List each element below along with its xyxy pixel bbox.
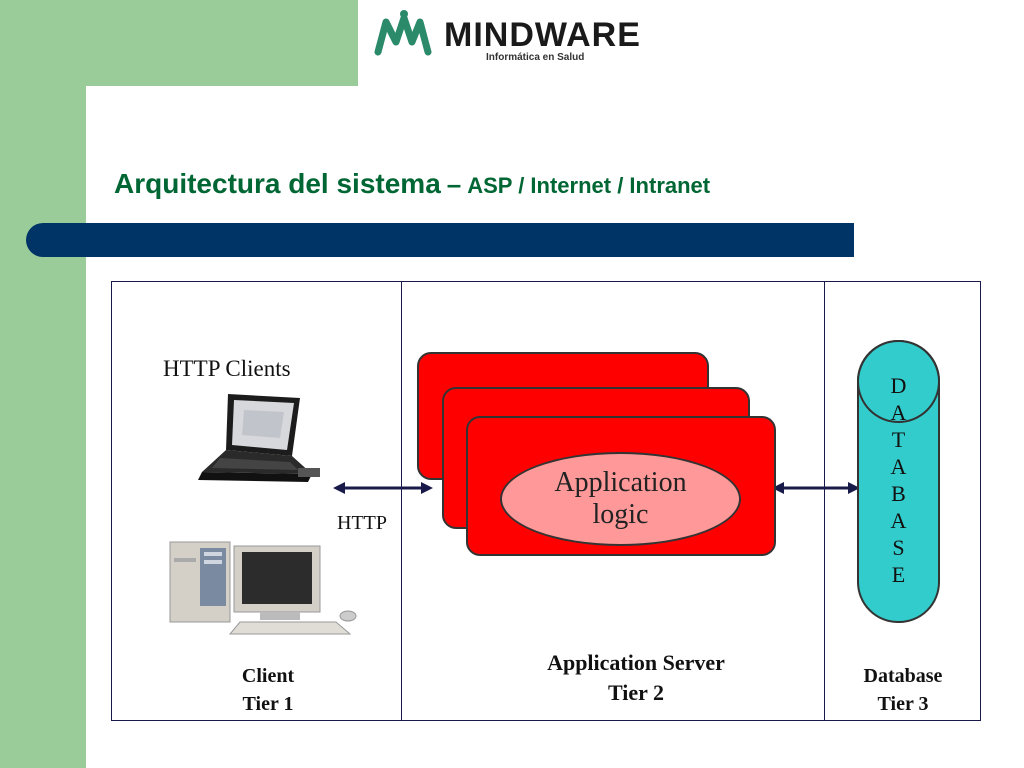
database-cylinder-top xyxy=(857,340,940,423)
database-tier-line2: Tier 3 xyxy=(877,693,929,715)
db-letter: A xyxy=(890,454,907,479)
db-letter: B xyxy=(891,481,906,506)
db-letter: S xyxy=(892,535,905,560)
http-protocol-label: HTTP xyxy=(337,512,387,534)
client-tier-label: Client Tier 1 xyxy=(200,662,336,718)
logo-brand-text: MINDWARE xyxy=(444,16,641,54)
db-letter: A xyxy=(890,508,907,533)
http-arrow-icon xyxy=(333,482,433,494)
title-underline-bar xyxy=(26,223,854,257)
app-server-tier-line2: Tier 2 xyxy=(607,680,665,705)
green-top-band xyxy=(0,0,358,86)
laptop-icon xyxy=(198,394,320,482)
title-subtitle: ASP / Internet / Intranet xyxy=(467,173,711,198)
mindware-logo-icon xyxy=(374,10,432,56)
logo-tagline: Informática en Salud xyxy=(486,52,585,63)
app-server-tier-label: Application Server Tier 2 xyxy=(500,648,772,708)
app-server-tier-line1: Application Server xyxy=(547,650,725,675)
diagram-frame xyxy=(111,281,981,721)
db-letter: A xyxy=(890,400,907,425)
client-tier-line2: Tier 1 xyxy=(242,693,294,715)
db-letter: T xyxy=(891,427,906,452)
slide-title: Arquitectura del sistema–ASP / Internet … xyxy=(114,168,710,200)
app-logic-line1: Application xyxy=(554,466,687,498)
database-vertical-label: D A T A B A S E xyxy=(857,372,940,620)
database-arrow-icon xyxy=(772,482,860,494)
title-main: Arquitectura del sistema xyxy=(114,168,441,199)
db-letter: E xyxy=(891,562,906,587)
database-tier-line1: Database xyxy=(863,665,943,687)
client-tier-line1: Client xyxy=(241,665,295,687)
tier-divider-1 xyxy=(401,281,402,721)
title-separator: – xyxy=(446,169,462,199)
tier-divider-2 xyxy=(824,281,825,721)
db-letter: D xyxy=(890,373,907,398)
http-clients-label: HTTP Clients xyxy=(163,356,291,381)
application-logic-ellipse: Application logic xyxy=(500,452,741,546)
app-logic-line2: logic xyxy=(592,499,649,530)
database-tier-label: Database Tier 3 xyxy=(836,662,970,718)
desktop-computer-icon xyxy=(169,541,357,635)
green-side-band xyxy=(0,0,86,768)
